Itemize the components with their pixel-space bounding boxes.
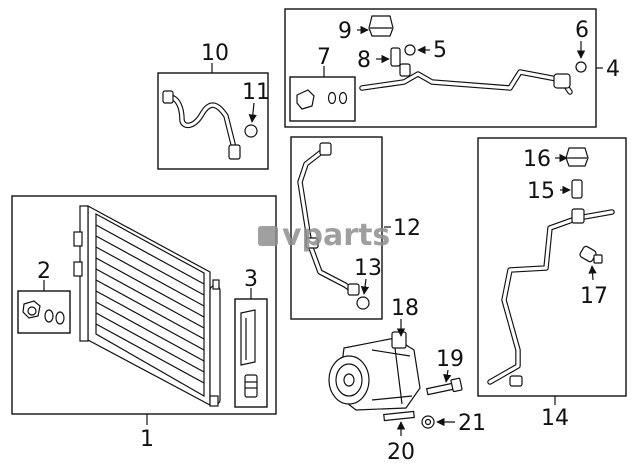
part-13-o-ring [356, 296, 370, 310]
part-12-group-box [290, 136, 383, 320]
callout-2: 2 [37, 259, 51, 284]
part-20-stud [383, 410, 415, 422]
part-11-o-ring [244, 124, 258, 138]
condenser-group-box [11, 195, 277, 415]
part-19-bolt [425, 377, 463, 396]
leader-lines [43, 25, 603, 436]
part-4-tube [359, 63, 573, 95]
callout-6: 6 [575, 18, 589, 43]
callout-7: 7 [317, 45, 331, 70]
callout-18: 18 [391, 296, 419, 321]
part-10-hose [162, 90, 241, 160]
part-21-nut [421, 415, 435, 429]
callout-8: 8 [357, 48, 371, 73]
part-3-receiver-parts [240, 309, 258, 398]
callout-4: 4 [606, 57, 620, 82]
callout-21: 21 [458, 411, 486, 436]
callout-12: 12 [393, 216, 421, 241]
callout-11: 11 [242, 80, 270, 105]
callout-19: 19 [436, 347, 464, 372]
callout-9: 9 [338, 19, 352, 44]
callout-1: 1 [140, 427, 154, 452]
part-14-group-box [477, 137, 627, 397]
callout-17: 17 [580, 284, 608, 309]
part-7-inset-box [289, 76, 356, 122]
callout-20: 20 [387, 440, 415, 465]
part-18-compressor [328, 331, 421, 411]
part-14-tube [487, 208, 615, 387]
part-4-group-box [284, 8, 597, 128]
watermark-text: vparts [282, 218, 390, 253]
part-16-cap [565, 147, 589, 167]
part-15-valve-core [571, 179, 583, 199]
part-12-hose [297, 142, 360, 296]
part-8-valve-core [390, 47, 401, 67]
callout-13: 13 [354, 256, 382, 281]
part-2-fittings [22, 300, 65, 325]
callout-15: 15 [527, 179, 555, 204]
callout-16: 16 [523, 147, 551, 172]
callout-10: 10 [201, 41, 229, 66]
part-10-group-box [157, 72, 269, 170]
part-5-o-ring [404, 44, 416, 56]
callout-5: 5 [433, 38, 447, 63]
part-6-o-ring [575, 61, 587, 73]
part-17-pressure-sensor [579, 245, 603, 264]
watermark-logo: vparts [258, 218, 390, 253]
callout-14: 14 [541, 406, 569, 431]
part-7-fittings [296, 89, 348, 110]
condenser [73, 204, 221, 407]
callout-3: 3 [244, 267, 258, 292]
part-9-cap [368, 15, 394, 37]
